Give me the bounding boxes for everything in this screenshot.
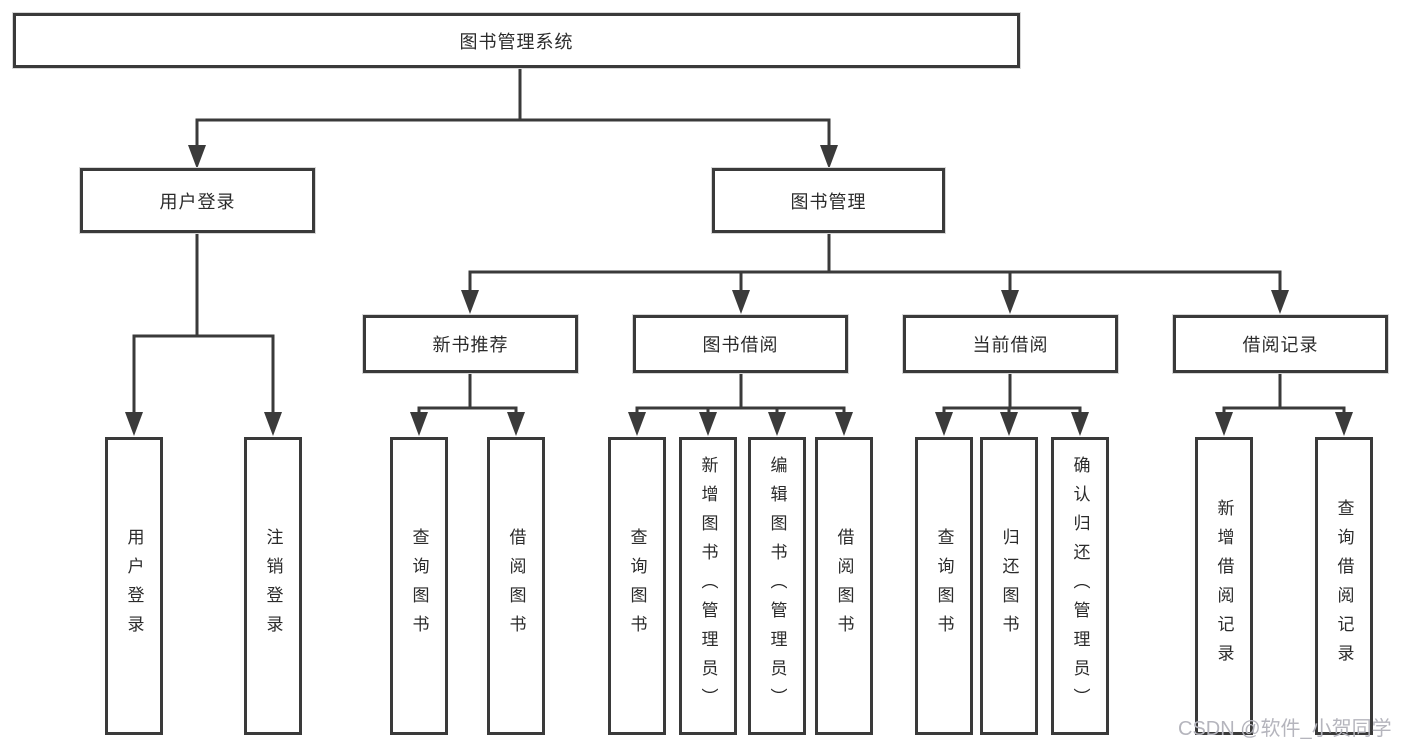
arrow-down-icon: [188, 145, 206, 169]
arrow-down-icon: [1001, 290, 1019, 314]
node-new-book-recommendation: 新书推荐: [363, 315, 578, 373]
leaf-confirm-return-admin: 确认归还（管理员）: [1051, 437, 1109, 735]
node-label: 图书管理系统: [459, 31, 574, 52]
connector-line-group: [132, 68, 1346, 415]
connector-line: [1222, 406, 1346, 415]
connector-line: [132, 334, 275, 415]
arrow-down-icon: [1000, 412, 1018, 436]
node-book-borrowing: 图书借阅: [633, 315, 848, 373]
node-label: 查询图书: [409, 528, 429, 644]
node-label: 当前借阅: [972, 335, 1049, 355]
arrow-down-icon: [835, 412, 853, 436]
leaf-add-book-admin: 新增图书（管理员）: [679, 437, 737, 735]
node-label: 新增图书（管理员）: [698, 455, 718, 717]
node-library-management-system: 图书管理系统: [13, 13, 1020, 68]
connector-line: [417, 406, 518, 415]
arrow-down-icon: [935, 412, 953, 436]
arrow-down-icon: [1335, 412, 1353, 436]
node-label: 注销登录: [263, 528, 283, 644]
arrow-down-icon: [628, 412, 646, 436]
leaf-query-books-recommend: 查询图书: [390, 437, 448, 735]
leaf-user-login: 用户登录: [105, 437, 163, 735]
arrow-down-icon: [1071, 412, 1089, 436]
arrowhead-group: [125, 145, 1353, 436]
arrow-down-icon: [820, 145, 838, 169]
node-label: 归还图书: [999, 528, 1019, 644]
node-label: 用户登录: [124, 528, 144, 644]
node-borrowing-records: 借阅记录: [1173, 315, 1388, 373]
leaf-query-borrow-record: 查询借阅记录: [1315, 437, 1373, 735]
connector-line: [468, 270, 1282, 292]
node-label: 查询图书: [627, 528, 647, 644]
arrow-down-icon: [1215, 412, 1233, 436]
watermark: CSDN @软件_小贺同学: [1178, 718, 1392, 740]
node-label: 新书推荐: [432, 335, 509, 355]
node-current-borrowing: 当前借阅: [903, 315, 1118, 373]
node-label: 查询图书: [934, 528, 954, 644]
arrow-down-icon: [1271, 290, 1289, 314]
connector-line: [635, 406, 846, 415]
node-label: 图书借阅: [702, 335, 779, 355]
node-label: 借阅图书: [506, 528, 526, 644]
node-user-login: 用户登录: [80, 168, 315, 233]
node-label: 用户登录: [159, 191, 236, 212]
node-label: 编辑图书（管理员）: [767, 455, 787, 717]
leaf-borrow-books-borrowing: 借阅图书: [815, 437, 873, 735]
leaf-query-books-borrowing: 查询图书: [608, 437, 666, 735]
node-label: 确认归还（管理员）: [1070, 455, 1090, 717]
leaf-logout: 注销登录: [244, 437, 302, 735]
arrow-down-icon: [732, 290, 750, 314]
arrow-down-icon: [264, 412, 282, 436]
leaf-query-books-current: 查询图书: [915, 437, 973, 735]
leaf-edit-book-admin: 编辑图书（管理员）: [748, 437, 806, 735]
leaf-add-borrow-record: 新增借阅记录: [1195, 437, 1253, 735]
arrow-down-icon: [410, 412, 428, 436]
connector-line: [942, 406, 1082, 415]
connector-line: [195, 118, 831, 147]
node-label: 借阅记录: [1242, 335, 1319, 355]
arrow-down-icon: [125, 412, 143, 436]
arrow-down-icon: [699, 412, 717, 436]
arrow-down-icon: [461, 290, 479, 314]
arrow-down-icon: [507, 412, 525, 436]
arrow-down-icon: [768, 412, 786, 436]
node-label: 查询借阅记录: [1334, 499, 1354, 673]
node-label: 新增借阅记录: [1214, 499, 1234, 673]
leaf-return-book: 归还图书: [980, 437, 1038, 735]
node-book-management: 图书管理: [712, 168, 945, 233]
leaf-borrow-books-recommend: 借阅图书: [487, 437, 545, 735]
node-label: 图书管理: [790, 191, 867, 212]
node-label: 借阅图书: [834, 528, 854, 644]
